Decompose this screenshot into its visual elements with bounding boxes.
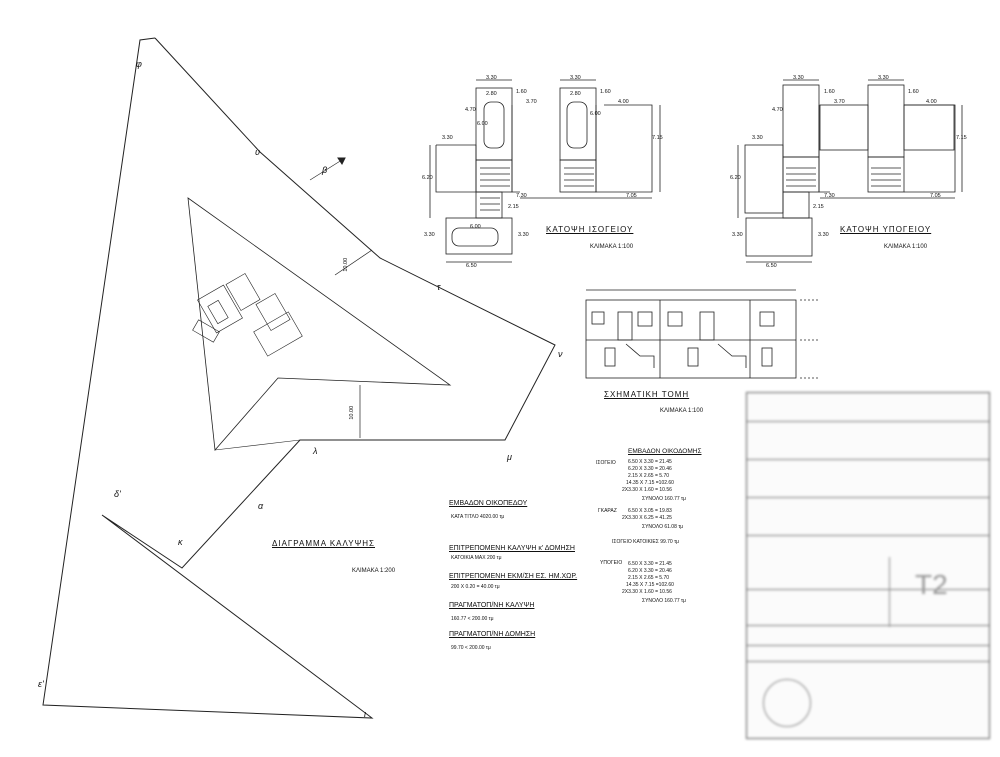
site-plan-title: ΔΙΑΓΡΑΜΜΑ ΚΑΛΥΨΗΣ [272,539,375,548]
basement-line: 14.35 X 7.15 =102.60 [626,582,674,588]
bs-dim: 3.30 [793,75,804,81]
gf-dim: 7.15 [652,135,663,141]
label-phi: φ [136,59,142,69]
gf-dim: 3.30 [518,232,529,238]
allowed-cover-title: ΕΠΙΤΡΕΠΟΜΕΝΗ ΚΑΛΥΨΗ κ' ΔΟΜΗΣΗ [449,545,575,552]
bs-dim: 3.30 [818,232,829,238]
gf-dim: 2.80 [486,91,497,97]
section-title: ΣΧΗΜΑΤΙΚΗ ΤΟΜΗ [604,390,690,399]
gf-dim: 7.30 [516,193,527,199]
bs-dim: 1.60 [908,89,919,95]
building-area-title: ΕΜΒΑΔΟΝ ΟΙΚΟΔΟΜΗΣ [628,448,702,455]
bs-dim: 3.30 [878,75,889,81]
ground-floor-plan [429,79,661,263]
label-epsilon: ε' [38,679,44,689]
basement-label: ΥΠΟΓΕΙΟ [600,560,623,566]
ground-line: 2X3.30 X 1.60 = 10.56 [622,487,672,493]
bs-dim: 3.30 [752,135,763,141]
site-plan-scale: ΚΛΙΜΑΚΑ 1:200 [352,568,396,574]
ground-label: ΙΣΟΓΕΙΟ [596,460,616,466]
basement-plan [737,79,963,263]
gf-dim: 2.15 [508,204,519,210]
gf-dim: 6.00 [470,224,481,230]
bs-dim: 6.20 [730,175,741,181]
bs-dim: 4.70 [772,107,783,113]
label-tau: τ [437,282,441,292]
ground-line: 14.35 X 7.15 =102.60 [626,480,674,486]
gf-dim: 6.20 [422,175,433,181]
label-kappa: κ [178,537,183,547]
label-delta: δ' [114,489,121,499]
allowed-ekm-value: 200 X 0.20 = 40.00 τμ [451,584,500,590]
ground-total: ΣΥΝΟΛΟ 160.77 τμ [642,496,686,502]
gf-dim: 4.70 [465,107,476,113]
basement-line: 2X3.30 X 1.60 = 10.56 [622,589,672,595]
section-drawing [585,289,820,379]
real-cover-value: 160.77 < 200.00 τμ [451,616,494,622]
plot-boundary [42,37,556,719]
ground-line: 2.15 X 2.65 = 5.70 [628,473,670,479]
building-zone [187,197,452,451]
ground-line: 6.50 X 3.30 = 21.45 [628,459,672,465]
bs-dim: 6.50 [766,263,777,269]
garage-label: ΓΚΑΡΑΖ [598,508,617,514]
gf-dim: 6.50 [466,263,477,269]
bs-dim: 7.30 [824,193,835,199]
real-build-title: ΠΡΑΓΜΑΤΟΠ/ΝΗ ΔΟΜΗΣΗ [449,631,536,638]
label-lambda: λ [313,446,318,456]
real-build-value: 99.70 < 200.00 τμ [451,645,491,651]
basement-line: 2.15 X 2.65 = 5.70 [628,575,670,581]
gf-dim: 6.00 [590,111,601,117]
gf-dim: 4.00 [618,99,629,105]
bs-dim: 4.00 [926,99,937,105]
garage-line: 6.50 X 3.05 = 19.83 [628,508,672,514]
label-upsilon: υ [255,147,260,157]
basement-title: ΚΑΤΟΨΗ ΥΠΟΓΕΙΟΥ [840,225,932,234]
allowed-cover-value: ΚΑΤΟΙΚΙΑ ΜΑΧ 200 τμ [451,555,502,561]
gf-dim: 3.30 [486,75,497,81]
bs-dim: 2.15 [813,204,824,210]
garage-line: 2X3.30 X 6.25 = 41.25 [622,515,672,521]
label-mu: μ [507,452,512,462]
garage-total: ΣΥΝΟΛΟ 61.08 τμ [642,524,684,530]
plot-area-value: ΚΑΤΑ ΤΙΤΛΟ 4020.00 τμ [451,514,505,520]
setback-2: 10.00 [349,405,356,420]
gf-dim: 2.80 [570,91,581,97]
ground-floor-scale: ΚΛΙΜΑΚΑ 1:100 [590,244,634,250]
setback-1: 10.00 [343,257,350,272]
basement-line: 6.20 X 3.30 = 20.46 [628,568,672,574]
basement-line: 6.50 X 3.30 = 21.45 [628,561,672,567]
gf-dim: 3.70 [526,99,537,105]
gf-dim: 3.30 [442,135,453,141]
gf-dim: 6.00 [477,121,488,127]
bs-dim: 1.60 [824,89,835,95]
plot-area-title: ΕΜΒΑΔΟΝ ΟΙΚΟΠΕΔΟΥ [449,500,528,507]
bs-dim: 7.05 [930,193,941,199]
gf-dim: 7.05 [626,193,637,199]
bs-dim: 7.15 [956,135,967,141]
ground-line: 6.20 X 3.30 = 20.46 [628,466,672,472]
bs-dim: 3.30 [732,232,743,238]
bs-dim: 3.70 [834,99,845,105]
basement-scale: ΚΛΙΜΑΚΑ 1:100 [884,244,928,250]
gf-dim: 3.30 [424,232,435,238]
label-nu: ν [558,349,563,359]
gf-dim: 1.60 [600,89,611,95]
section-scale: ΚΛΙΜΑΚΑ 1:100 [660,408,704,414]
gf-dim: 3.30 [570,75,581,81]
gf-dim: 1.60 [516,89,527,95]
sheet-number: T2 [915,569,948,600]
label-beta: β [322,165,328,175]
real-cover-title: ΠΡΑΓΜΑΤΟΠ/ΝΗ ΚΑΛΥΨΗ [449,602,535,609]
label-alpha: α [258,501,264,511]
house-total: ΙΣΟΓΕΙΟ ΚΑΤΟΙΚΙΕΣ 99.70 τμ [612,539,679,545]
basement-total: ΣΥΝΟΛΟ 160.77 τμ [642,598,686,604]
allowed-ekm-title: ΕΠΙΤΡΕΠΟΜΕΝΗ ΕΚΜ/ΣΗ ΕΣ. ΗΜ.ΧΩΡ. [449,573,578,580]
title-block: T2 [746,392,990,739]
ground-floor-title: ΚΑΤΟΨΗ ΙΣΟΓΕΙΟΥ [546,225,634,234]
label-iota: ι [364,709,366,719]
